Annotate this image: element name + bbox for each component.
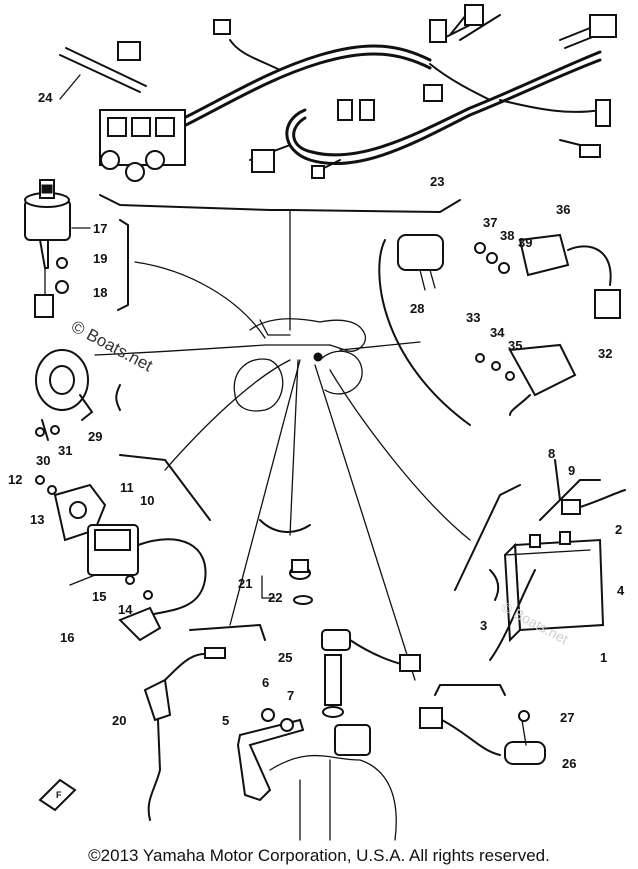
callout-12: 12 — [8, 472, 22, 487]
callout-21: 21 — [238, 576, 252, 591]
spark-plug-cap[interactable]: F — [38, 624, 266, 821]
callout-1: 1 — [600, 650, 607, 665]
callout-13: 13 — [30, 512, 44, 527]
callout-4: 4 — [617, 583, 625, 598]
wire-harness[interactable] — [99, 4, 617, 182]
callout-31: 31 — [58, 443, 72, 458]
callout-17: 17 — [93, 221, 107, 236]
callout-19: 19 — [93, 251, 107, 266]
callout-25: 25 — [278, 650, 292, 665]
callout-3: 3 — [480, 618, 487, 633]
callout-27: 27 — [560, 710, 574, 725]
callout-38: 38 — [500, 228, 514, 243]
leader-lines — [94, 261, 471, 681]
horn[interactable] — [35, 349, 121, 441]
callout-36: 36 — [556, 202, 570, 217]
battery[interactable] — [454, 459, 626, 661]
regulator-rectifier[interactable] — [378, 233, 621, 426]
main-switch[interactable] — [24, 179, 129, 318]
callout-26: 26 — [562, 756, 576, 771]
callout-28: 28 — [410, 301, 424, 316]
ignition-coil[interactable] — [35, 454, 211, 642]
svg-text:F: F — [56, 790, 62, 800]
callout-29: 29 — [88, 429, 102, 444]
callout-10: 10 — [140, 493, 154, 508]
callout-32: 32 — [598, 346, 612, 361]
callout-7: 7 — [287, 688, 294, 703]
callout-9: 9 — [568, 463, 575, 478]
callout-39: 39 — [518, 235, 532, 250]
callout-6: 6 — [262, 675, 269, 690]
flasher-relay[interactable] — [419, 684, 546, 765]
callout-23: 23 — [430, 174, 444, 189]
callout-37: 37 — [483, 215, 497, 230]
callout-22: 22 — [268, 590, 282, 605]
bracket-and-engine[interactable] — [236, 629, 421, 841]
grommet[interactable] — [259, 519, 313, 605]
callout-16: 16 — [60, 630, 74, 645]
callout-5: 5 — [222, 713, 229, 728]
callout-34: 34 — [490, 325, 505, 340]
callout-15: 15 — [92, 589, 106, 604]
callout-20: 20 — [112, 713, 126, 728]
callout-30: 30 — [36, 453, 50, 468]
callout-14: 14 — [118, 602, 133, 617]
callout-24: 24 — [38, 90, 53, 105]
cable-strap[interactable] — [59, 47, 147, 100]
harness-bracket — [99, 194, 461, 213]
copyright-notice: ©2013 Yamaha Motor Corporation, U.S.A. A… — [88, 846, 550, 865]
callout-18: 18 — [93, 285, 107, 300]
callout-11: 11 — [120, 480, 134, 495]
callout-33: 33 — [466, 310, 480, 325]
callout-labels: 1 2 3 4 5 6 7 8 9 10 11 12 13 14 15 16 1… — [8, 90, 625, 771]
callout-35: 35 — [508, 338, 522, 353]
callout-2: 2 — [615, 522, 622, 537]
callout-8: 8 — [548, 446, 555, 461]
motorcycle-outline — [233, 318, 367, 412]
